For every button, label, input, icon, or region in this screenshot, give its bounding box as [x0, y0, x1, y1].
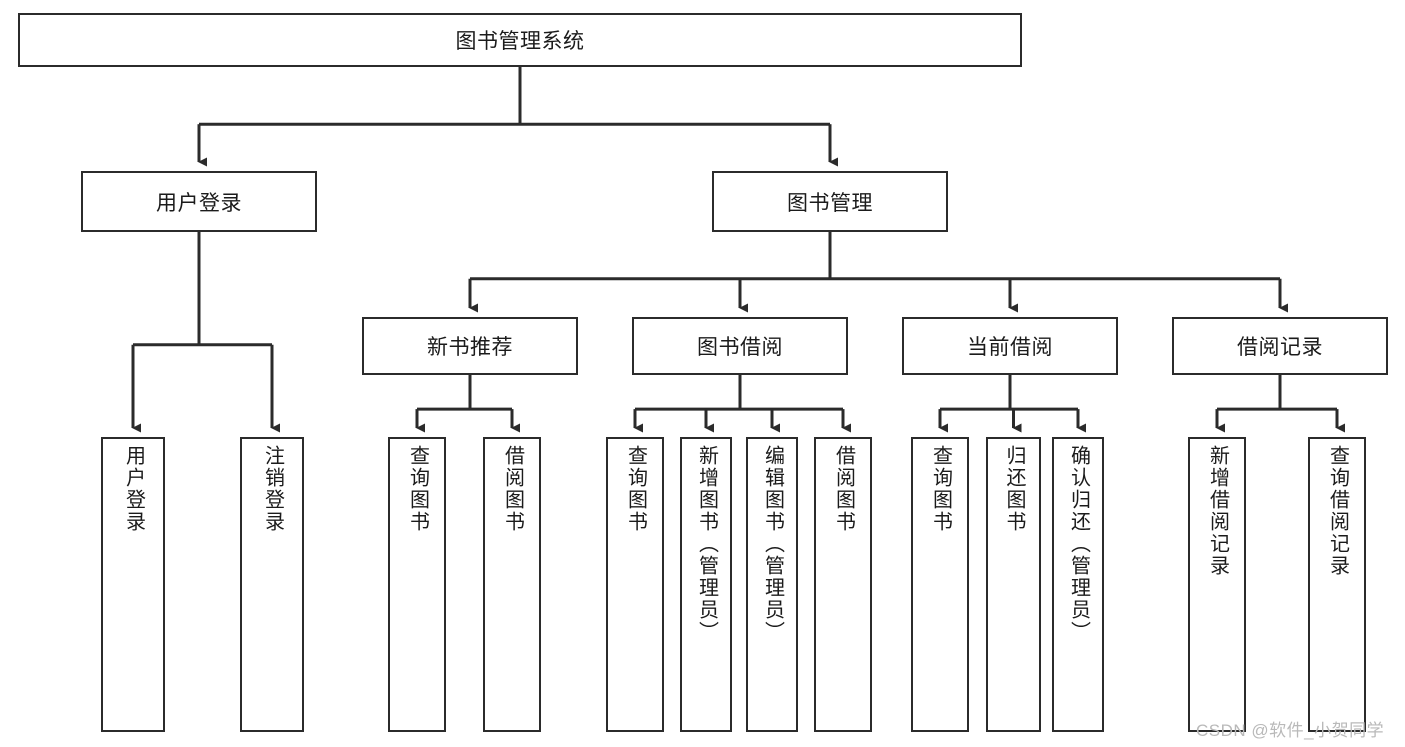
node-leaf-edit-book[interactable]: 编辑图书（管理员） [746, 437, 798, 732]
node-leaf-add-book[interactable]: 新增图书（管理员） [680, 437, 732, 732]
node-leaf-return-book[interactable]: 归还图书 [986, 437, 1041, 732]
node-leaf-add-record[interactable]: 新增借阅记录 [1188, 437, 1246, 732]
node-leaf-query-record[interactable]: 查询借阅记录 [1308, 437, 1366, 732]
node-book-manage[interactable]: 图书管理 [712, 171, 948, 232]
node-label: 当前借阅 [967, 336, 1053, 359]
node-label: 新书推荐 [427, 336, 513, 359]
node-label: 图书借阅 [697, 336, 783, 359]
node-book-borrow[interactable]: 图书借阅 [632, 317, 848, 375]
node-label: 借阅图书 [832, 445, 855, 533]
node-label: 新增图书（管理员） [695, 445, 718, 643]
node-label: 归还图书 [1003, 445, 1025, 533]
node-label: 图书管理 [787, 191, 873, 215]
node-borrow-record[interactable]: 借阅记录 [1172, 317, 1388, 375]
node-label: 查询图书 [624, 445, 647, 533]
node-leaf-query-book-2[interactable]: 查询图书 [606, 437, 664, 732]
node-label: 注销登录 [261, 445, 284, 533]
node-leaf-borrow-book-1[interactable]: 借阅图书 [483, 437, 541, 732]
node-leaf-query-book-1[interactable]: 查询图书 [388, 437, 446, 732]
node-leaf-user-logout[interactable]: 注销登录 [240, 437, 304, 732]
node-label: 查询借阅记录 [1326, 445, 1349, 577]
node-new-book-recommend[interactable]: 新书推荐 [362, 317, 578, 375]
node-label: 借阅记录 [1237, 336, 1323, 359]
node-leaf-query-book-3[interactable]: 查询图书 [911, 437, 969, 732]
node-root[interactable]: 图书管理系统 [18, 13, 1022, 67]
node-label: 查询图书 [406, 445, 429, 533]
node-user-login[interactable]: 用户登录 [81, 171, 317, 232]
node-leaf-confirm-return[interactable]: 确认归还（管理员） [1052, 437, 1104, 732]
node-label: 用户登录 [122, 445, 145, 533]
node-current-borrow[interactable]: 当前借阅 [902, 317, 1118, 375]
node-label: 编辑图书（管理员） [761, 445, 784, 643]
node-label: 确认归还（管理员） [1067, 445, 1090, 643]
node-leaf-user-login[interactable]: 用户登录 [101, 437, 165, 732]
node-label: 用户登录 [156, 191, 242, 215]
node-label: 查询图书 [929, 445, 952, 533]
node-label: 新增借阅记录 [1206, 445, 1229, 577]
node-leaf-borrow-book-2[interactable]: 借阅图书 [814, 437, 872, 732]
node-label: 图书管理系统 [455, 30, 585, 53]
node-label: 借阅图书 [501, 445, 524, 533]
